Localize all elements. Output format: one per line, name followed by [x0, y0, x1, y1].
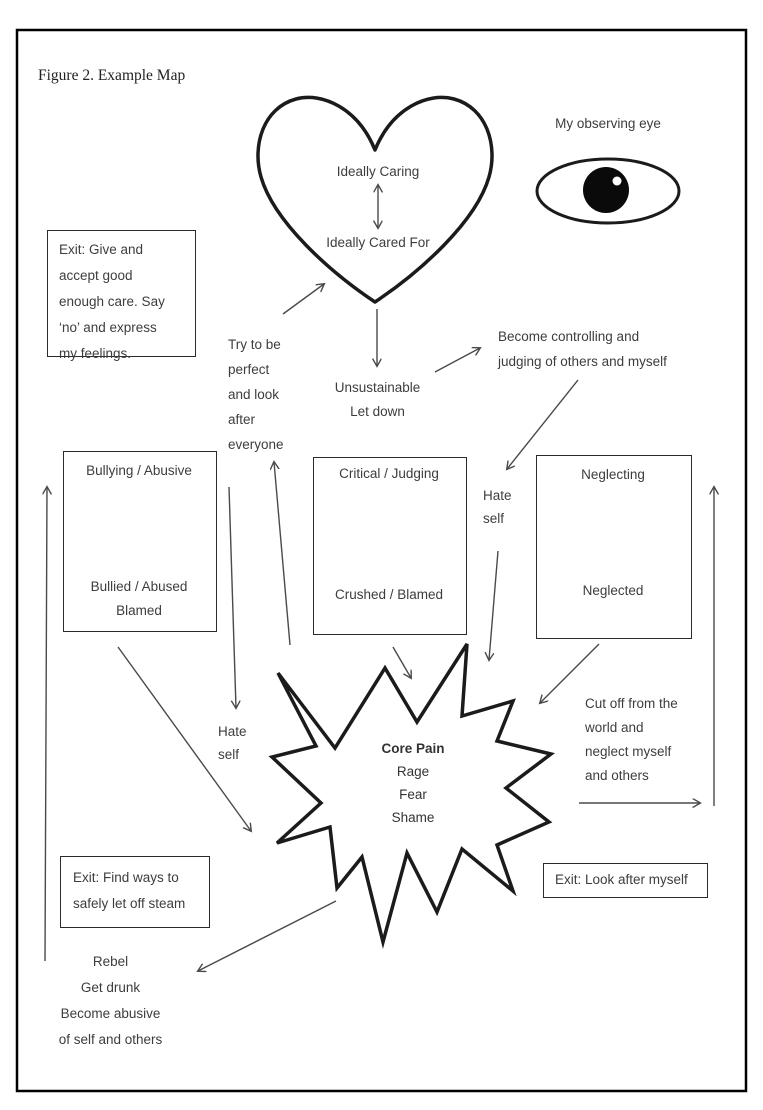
bullying-box — [63, 451, 217, 632]
exit-self-text: Exit: Look after myself — [555, 872, 688, 888]
arrow-critical-to-corepain — [392, 646, 411, 678]
hate-self-left-label: Hate self — [218, 724, 247, 762]
become-controlling-label: Become controlling and judging of others… — [498, 329, 667, 369]
core-pain-item: Fear — [399, 787, 427, 802]
arrow-corepain-to-perfect — [274, 462, 291, 646]
arrow-bullying-to-corepain — [117, 646, 251, 831]
eye-label: My observing eye — [555, 116, 661, 131]
arrow-neglecting-to-corepain — [540, 643, 600, 703]
page-border — [15, 28, 748, 1093]
exit-self-box: Exit: Look after myself — [543, 863, 708, 898]
starburst-shape — [268, 643, 556, 949]
critical-top-role: Critical / Judging — [339, 466, 439, 481]
exit-care-box: Exit: Give and accept good enough care. … — [47, 230, 196, 361]
arrow-controlling-to-hateself — [507, 379, 579, 469]
eye-pupil — [583, 167, 629, 213]
rebel-label: Rebel Get drunk Become abusive of self a… — [58, 954, 163, 1047]
cut-off-label: Cut off from the world and neglect mysel… — [585, 696, 678, 783]
arrow-hateself-to-corepain — [489, 550, 499, 660]
arrow-perfect-to-heart — [282, 284, 324, 315]
arrow-unsustainable-to-controlling — [434, 348, 480, 373]
neglecting-bottom-role: Neglected — [582, 583, 644, 598]
heart-bottom-role: Ideally Cared For — [326, 235, 430, 250]
heart-top-role: Ideally Caring — [336, 164, 420, 179]
exit-steam-box: Exit: Find ways to safely let off steam — [60, 856, 210, 928]
arrow-left-loop-up — [45, 487, 47, 962]
arrow-everyone-to-hateself — [228, 486, 236, 708]
bullying-bottom-role: Bullied / Abused Blamed — [90, 579, 188, 618]
hate-self-right-label: Hate self — [483, 488, 512, 526]
eye-shape — [535, 157, 681, 225]
core-pain-label: Core Pain Rage Fear Shame — [333, 737, 493, 829]
exit-steam-text: Exit: Find ways to safely let off steam — [73, 870, 186, 911]
exit-care-text: Exit: Give and accept good enough care. … — [59, 242, 165, 361]
unsustainable-label: Unsustainable Let down — [334, 380, 421, 419]
heart-shape — [256, 95, 494, 304]
neglecting-box — [536, 455, 692, 639]
core-pain-item: Rage — [396, 764, 430, 779]
arrow-corepain-to-rebel — [198, 900, 337, 971]
core-pain-item: Shame — [391, 810, 435, 825]
figure-title: Figure 2. Example Map — [38, 67, 186, 84]
core-pain-title: Core Pain — [381, 741, 445, 756]
neglecting-top-role: Neglecting — [581, 467, 645, 482]
eye-highlight — [612, 176, 622, 186]
try-perfect-label: Try to be perfect and look after everyon… — [228, 337, 284, 452]
critical-bottom-role: Crushed / Blamed — [334, 587, 444, 602]
bullying-top-role: Bullying / Abusive — [86, 463, 192, 478]
critical-box — [313, 457, 467, 635]
